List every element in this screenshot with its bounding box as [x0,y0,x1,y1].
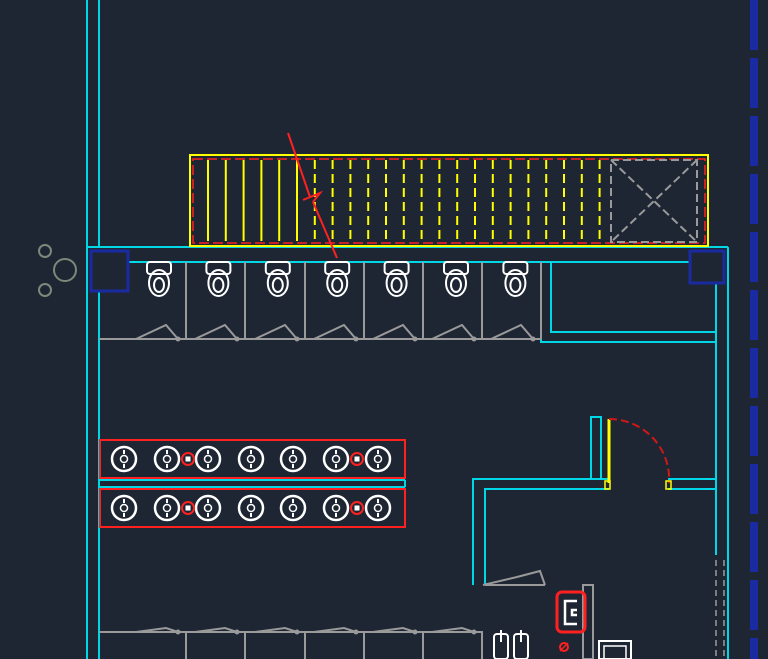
door-hinge [175,336,181,342]
stall-door [254,323,298,340]
sink-icon [493,630,529,659]
door-swing-icon [604,417,672,490]
stall-door [194,323,238,340]
sink-icon [153,494,181,522]
construction-circles [38,244,77,297]
stall-door [431,626,475,633]
toilet-icon [383,261,410,297]
stall-door [254,626,298,633]
sink-icon [279,494,307,522]
stall-door [313,626,357,633]
stall-door [431,323,475,340]
stall-door [194,626,238,633]
toilet-icon [324,261,351,297]
lower-fixtures [482,569,632,659]
sink-icon [322,494,350,522]
stall-door [490,323,534,340]
sink-icon [237,445,265,473]
stall-door [372,626,416,633]
vanity-counters [99,439,406,528]
door-hinge [294,336,300,342]
sink-icon [110,494,138,522]
stall-door [135,323,179,340]
elevator-x-icon [610,159,698,243]
door-hinge [353,336,359,342]
sink-icon [194,445,222,473]
stall-door [313,323,357,340]
stall-door [372,323,416,340]
floor-drain-icon [350,501,364,515]
sink-icon [194,494,222,522]
stall-partitions-upper [99,262,542,342]
toilet-icon [205,261,232,297]
sink-icon [364,445,392,473]
toilet-icon [502,261,529,297]
sink-icon [364,494,392,522]
door-hinge [471,336,477,342]
toilet-icon [443,261,469,297]
sink-icon [237,494,265,522]
sink-icon [110,445,138,473]
floor-drain-icon [350,452,364,466]
toilet-icon [146,261,172,297]
floor-drain-icon [181,452,195,466]
stall-door [135,626,179,633]
floor-drain-icon [181,501,195,515]
stair-break-line [287,132,338,259]
stair [189,132,709,259]
door-hinge [412,336,418,342]
sinks [110,445,392,522]
stair-treads [207,160,601,241]
door-hinge [530,336,536,342]
toilets [146,261,529,297]
lower-dashed-wall [715,560,725,659]
sink-icon [153,445,181,473]
stall-partitions-lower [99,626,483,659]
toilet-icon [264,261,291,297]
sink-icon [322,445,350,473]
sink-icon [279,445,307,473]
door-hinge [234,336,240,342]
column-icon [89,249,726,293]
